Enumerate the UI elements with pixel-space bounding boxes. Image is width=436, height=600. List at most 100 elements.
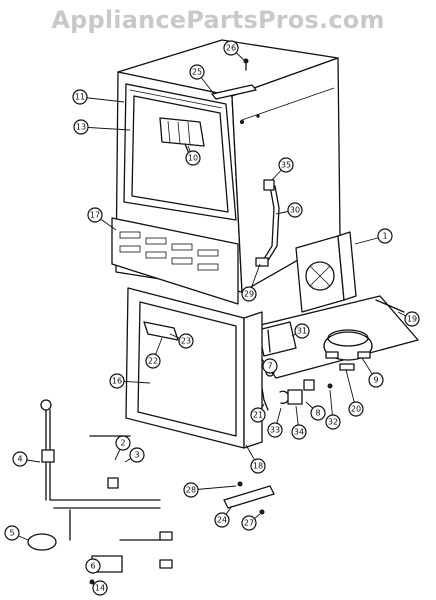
callout-circle: [325, 414, 341, 430]
callout-5: 5: [4, 525, 29, 541]
callout-circle: [291, 424, 307, 440]
callout-35: 35: [271, 157, 294, 181]
callout-circle: [178, 333, 194, 349]
callout-number: 1: [382, 232, 387, 241]
callout-number: 16: [112, 377, 122, 386]
callout-circle: [189, 64, 205, 80]
callout-33: 33: [267, 407, 283, 438]
callout-number: 18: [253, 462, 263, 471]
callout-number: 23: [181, 337, 191, 346]
callout-circle: [12, 451, 28, 467]
callout-circle: [294, 323, 310, 339]
callout-number: 7: [267, 362, 272, 371]
callout-number: 32: [328, 418, 338, 427]
callout-number: 8: [315, 409, 320, 418]
callout-number: 19: [407, 315, 417, 324]
callout-circle: [262, 358, 278, 374]
callout-number: 34: [294, 428, 304, 437]
callout-circle: [250, 458, 266, 474]
callout-circle: [92, 580, 108, 596]
callout-number: 20: [351, 405, 361, 414]
callout-circle: [404, 311, 420, 327]
callout-number: 29: [244, 290, 254, 299]
callout-circle: [241, 515, 257, 531]
water-tube: [255, 179, 280, 267]
callout-number: 9: [373, 376, 378, 385]
callout-20: 20: [345, 369, 364, 417]
lower-stand: [125, 287, 263, 449]
callout-number: 21: [253, 411, 263, 420]
callout-22: 22: [145, 337, 163, 369]
callout-circle: [72, 89, 88, 105]
condenser: [295, 231, 357, 313]
callout-circle: [87, 207, 103, 223]
callout-number: 4: [17, 455, 22, 464]
callout-layer: 1 2 34 5 6 7 8 9 10 11 13 14 16 17 18 19 20 21 22 23 24 25 26 2…: [4, 40, 420, 596]
callout-16: 16: [109, 373, 151, 389]
evaporator: [159, 117, 205, 157]
callout-circle: [183, 482, 199, 498]
callout-circle: [4, 525, 20, 541]
callout-circle: [267, 422, 283, 438]
door-frame: [123, 83, 237, 221]
callout-6: 6: [85, 558, 101, 574]
callout-8: 8: [305, 401, 326, 421]
callout-number: 27: [244, 519, 254, 528]
callout-number: 26: [226, 44, 236, 53]
callout-number: 30: [290, 206, 300, 215]
callout-4: 4: [12, 451, 41, 467]
compressor: [323, 329, 373, 361]
callout-number: 11: [75, 93, 85, 102]
callout-23: 23: [169, 333, 194, 349]
callout-circle: [185, 150, 201, 166]
callout-25: 25: [189, 64, 215, 95]
callout-number: 10: [188, 154, 198, 163]
callout-18: 18: [245, 444, 266, 474]
callout-circle: [145, 353, 161, 369]
callout-circle: [85, 558, 101, 574]
callout-circle: [348, 401, 364, 417]
callout-number: 6: [90, 562, 95, 571]
callout-number: 31: [297, 327, 307, 336]
callout-circle: [223, 40, 239, 56]
callout-circle: [109, 373, 125, 389]
callout-11: 11: [72, 89, 125, 105]
callout-circle: [287, 202, 303, 218]
front-grille-panel: [111, 217, 239, 305]
callout-14: 14: [91, 580, 108, 596]
callout-30: 30: [275, 202, 303, 218]
callout-circle: [73, 119, 89, 135]
callout-9: 9: [361, 357, 384, 388]
callout-10: 10: [185, 145, 201, 166]
leader-line: [80, 126, 131, 131]
watermark-text: AppliancePartsPros.com: [51, 6, 385, 34]
callout-circle: [368, 372, 384, 388]
callout-circle: [241, 286, 257, 302]
bottom-brackets: [223, 481, 275, 515]
bracket-25: [211, 58, 257, 100]
callout-number: 17: [90, 211, 100, 220]
callout-29: 29: [241, 263, 261, 302]
callout-2: 2: [114, 435, 131, 461]
callout-number: 35: [281, 161, 291, 170]
callout-19: 19: [397, 311, 420, 327]
callout-13: 13: [73, 119, 131, 135]
callout-7: 7: [262, 358, 278, 374]
callout-circle: [214, 512, 230, 528]
callout-24: 24: [214, 505, 233, 528]
callout-circle: [310, 405, 326, 421]
callout-27: 27: [241, 513, 261, 531]
callout-number: 28: [186, 486, 196, 495]
callout-number: 33: [270, 426, 280, 435]
callout-number: 22: [148, 357, 158, 366]
callout-number: 24: [217, 516, 227, 525]
callout-number: 5: [9, 529, 14, 538]
callout-circle: [250, 407, 266, 423]
callout-number: 2: [120, 439, 125, 448]
callout-circle: [115, 435, 131, 451]
callout-32: 32: [325, 389, 341, 430]
callout-31: 31: [291, 323, 310, 339]
callout-34: 34: [291, 405, 307, 440]
callout-number: 13: [76, 123, 86, 132]
